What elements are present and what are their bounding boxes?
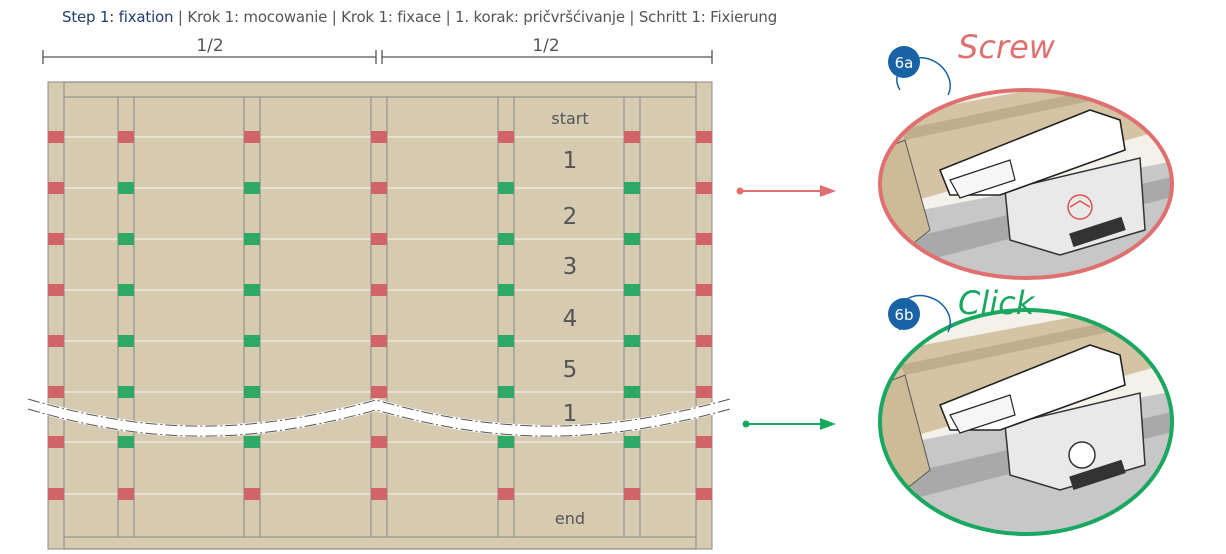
joist <box>623 96 641 538</box>
step-title: Step 1: fixation <box>62 8 174 26</box>
dimension-lines <box>42 50 713 64</box>
clip-screw <box>118 488 134 500</box>
row-label-3: 3 <box>563 254 578 280</box>
clip-screw <box>624 131 640 143</box>
step-translations: Krok 1: mocowanie | Krok 1: fixace | 1. … <box>187 8 778 26</box>
clip-screw <box>371 436 387 448</box>
clip-screw <box>696 182 712 194</box>
clip-screw <box>696 386 712 398</box>
clip-screw <box>244 131 260 143</box>
clip-click <box>244 284 260 296</box>
clip-click <box>118 182 134 194</box>
clip-screw <box>696 488 712 500</box>
clip-click <box>118 284 134 296</box>
clip-click <box>624 335 640 347</box>
clip-screw <box>696 335 712 347</box>
clip-screw <box>696 284 712 296</box>
clip-screw <box>48 436 64 448</box>
clip-screw <box>48 386 64 398</box>
clip-screw <box>48 284 64 296</box>
clip-screw <box>371 488 387 500</box>
clips <box>48 131 712 500</box>
clip-screw <box>371 131 387 143</box>
clip-screw <box>48 233 64 245</box>
joist <box>243 96 261 538</box>
clip-click <box>624 436 640 448</box>
detail-6b-click: 6b Click <box>878 284 1174 536</box>
clip-screw <box>498 488 514 500</box>
badge-6b-label: 6b <box>894 306 913 324</box>
row-label-2: 2 <box>563 204 578 230</box>
clip-screw <box>48 335 64 347</box>
clip-click <box>244 335 260 347</box>
action-screw-label: Screw <box>958 28 1056 66</box>
arrow-to-6b <box>742 418 836 430</box>
clip-click <box>244 386 260 398</box>
clip-screw <box>624 488 640 500</box>
clip-click <box>118 233 134 245</box>
row-label-5: 5 <box>563 357 578 383</box>
clip-screw <box>696 131 712 143</box>
joist <box>370 96 388 538</box>
clip-click <box>498 233 514 245</box>
dimension-right-label: 1/2 <box>532 36 559 56</box>
clip-screw <box>244 488 260 500</box>
clip-click <box>118 335 134 347</box>
clip-click <box>244 436 260 448</box>
dimension-left-label: 1/2 <box>196 36 223 56</box>
step-header: Step 1: fixation | Krok 1: mocowanie | K… <box>62 8 777 26</box>
badge-6b <box>888 298 920 330</box>
clip-click <box>624 284 640 296</box>
detail-6a-screw: 6a Screw <box>878 28 1174 280</box>
clip-screw <box>498 131 514 143</box>
row-label-start: start <box>551 109 588 128</box>
joist <box>47 81 65 550</box>
clip-click <box>244 182 260 194</box>
header-separator: | <box>173 8 188 26</box>
break-line <box>26 398 732 438</box>
clip-screw <box>118 131 134 143</box>
clip-screw <box>696 436 712 448</box>
clip-screw <box>696 233 712 245</box>
action-click-label: Click <box>958 284 1036 322</box>
clip-click <box>498 335 514 347</box>
clip-screw <box>48 131 64 143</box>
clip-click <box>244 233 260 245</box>
row-label-1-repeat: 1 <box>563 401 578 427</box>
joist <box>117 96 135 538</box>
clip-screw <box>371 386 387 398</box>
clip-screw <box>371 335 387 347</box>
clip-screw <box>371 233 387 245</box>
row-label-4: 4 <box>563 306 578 332</box>
clip-click <box>624 182 640 194</box>
row-label-end: end <box>555 509 585 528</box>
badge-6a <box>888 46 920 78</box>
joist <box>695 81 713 550</box>
clip-screw <box>371 182 387 194</box>
clip-screw <box>48 488 64 500</box>
clip-click <box>498 386 514 398</box>
clip-screw <box>371 284 387 296</box>
clip-click <box>624 386 640 398</box>
badge-6a-label: 6a <box>895 54 914 72</box>
row-label-1: 1 <box>563 148 578 174</box>
clip-click <box>118 436 134 448</box>
arrow-to-6a <box>736 185 836 197</box>
clip-screw <box>48 182 64 194</box>
clip-click <box>624 233 640 245</box>
clip-click <box>118 386 134 398</box>
joist <box>497 96 515 538</box>
clip-click <box>498 284 514 296</box>
clip-click <box>498 436 514 448</box>
clip-click <box>498 182 514 194</box>
